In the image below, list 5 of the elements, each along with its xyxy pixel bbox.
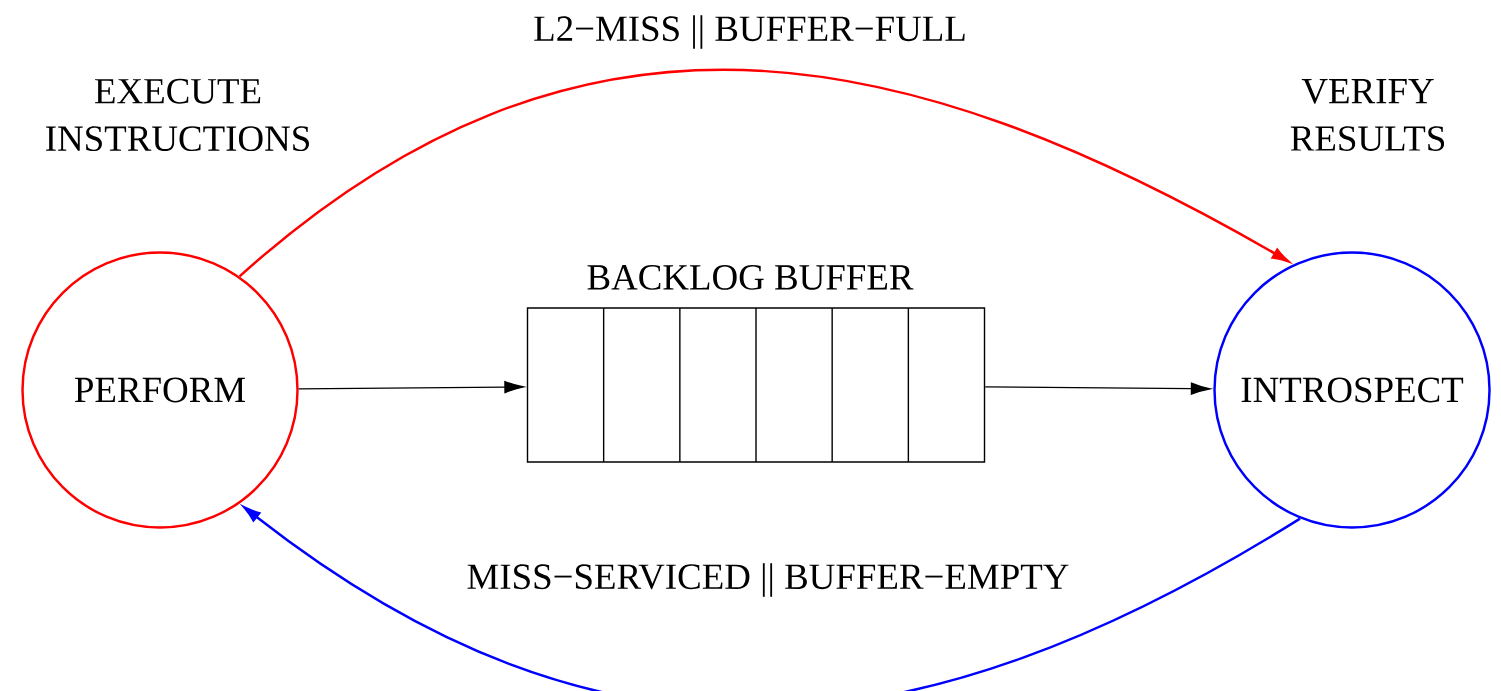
state-caption: EXECUTE INSTRUCTIONS: [46, 78, 309, 152]
arrow: [298, 380, 525, 394]
edge-label: L2−MISS || BUFFER−FULL: [529, 11, 971, 53]
state-caption: VERIFY RESULTS: [1290, 79, 1445, 151]
arrow: [984, 382, 1211, 395]
